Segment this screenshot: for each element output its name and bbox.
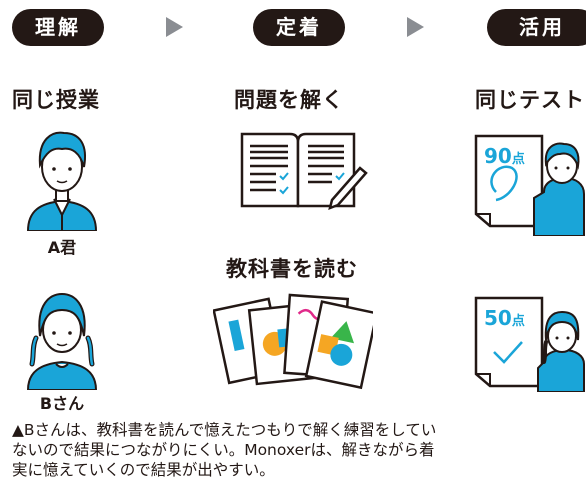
student-a-label: A君 [47, 238, 77, 257]
heading-solve-problems: 問題を解く [234, 88, 344, 112]
step-retain-pill: 定着 [253, 9, 345, 46]
test-a-score: 90点 [484, 144, 525, 168]
caption-line-2: ないので結果につながりにくい。Monoxerは、解きながら着 [12, 441, 435, 459]
student-b-label: Bさん [39, 394, 85, 413]
student-b-illustration [26, 292, 98, 390]
heading-same-class: 同じ授業 [12, 88, 100, 112]
test-b-score: 50点 [484, 306, 525, 330]
open-workbook-icon [240, 132, 368, 211]
explanation-caption: ▲Bさんは、教科書を読んで憶えたつもりで解く練習をしてい ないので結果につながり… [12, 420, 586, 480]
student-a-illustration [26, 131, 98, 231]
step-understand-pill: 理解 [12, 9, 104, 46]
step-apply-pill: 活用 [487, 9, 586, 46]
step-arrow-2 [407, 17, 424, 37]
step-arrow-1 [166, 17, 183, 37]
caption-line-3: 実に憶えていくので結果が出やすい。 [12, 461, 275, 479]
heading-same-test: 同じテスト [475, 88, 585, 112]
test-paper-a: 90点 [472, 128, 586, 236]
heading-read-textbook: 教科書を読む [226, 257, 358, 281]
test-paper-b: 50点 [472, 292, 586, 392]
caption-line-1: ▲Bさんは、教科書を読んで憶えたつもりで解く練習をしてい [12, 421, 437, 439]
textbook-pile-icon [213, 293, 373, 390]
